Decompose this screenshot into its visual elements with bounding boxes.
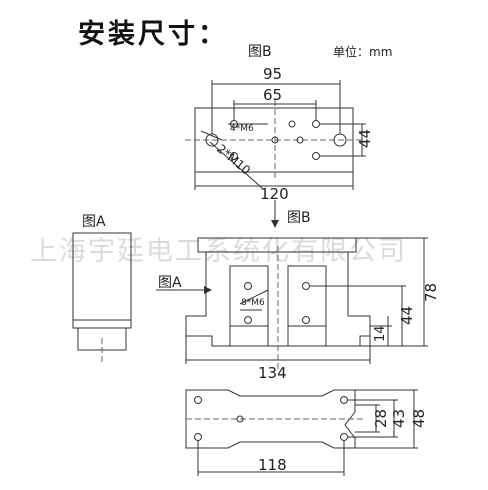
slot-left bbox=[229, 265, 269, 347]
dim-43: 43 bbox=[390, 409, 408, 428]
dim-14: 14 bbox=[373, 325, 388, 342]
dim-120: 120 bbox=[260, 185, 289, 203]
arrow-a-label: 图A bbox=[158, 275, 182, 291]
top-view-b bbox=[185, 80, 366, 190]
bottom-view bbox=[185, 389, 418, 476]
m6-hole bbox=[302, 282, 310, 290]
mount-hole bbox=[194, 396, 202, 404]
dim-44-top: 44 bbox=[356, 129, 374, 148]
mount-hole bbox=[340, 433, 348, 441]
m6-hole bbox=[230, 152, 238, 160]
mount-hole bbox=[340, 396, 348, 404]
small-hole bbox=[288, 120, 296, 128]
view-a-label: 图A bbox=[82, 214, 106, 230]
unit-label: 单位：mm bbox=[333, 44, 392, 59]
small-hole bbox=[296, 136, 304, 144]
dim-44-front: 44 bbox=[398, 306, 416, 325]
arrow-b-label: 图B bbox=[287, 210, 311, 226]
side-view-outline bbox=[72, 232, 132, 329]
dim-118: 118 bbox=[258, 456, 287, 474]
arrow-head-icon bbox=[204, 286, 212, 294]
dim-65: 65 bbox=[263, 86, 282, 104]
m6-hole bbox=[244, 282, 252, 290]
callout-8m6: 8*M6 bbox=[241, 298, 265, 308]
base-outline bbox=[185, 389, 356, 449]
dim-28: 28 bbox=[372, 409, 390, 428]
arrow-head-icon bbox=[271, 220, 279, 228]
m6-hole bbox=[302, 316, 310, 324]
side-view-a bbox=[72, 232, 132, 365]
m6-hole bbox=[312, 120, 320, 128]
front-view bbox=[185, 237, 428, 372]
top-plate bbox=[197, 237, 357, 253]
dim-95: 95 bbox=[263, 65, 282, 83]
dim-134: 134 bbox=[258, 364, 287, 382]
mount-hole bbox=[194, 433, 202, 441]
dim-48: 48 bbox=[410, 409, 428, 428]
callout-4m6: 4*M6 bbox=[230, 124, 254, 134]
view-b-label: 图B bbox=[248, 44, 272, 60]
center-hole bbox=[271, 136, 279, 144]
m6-hole bbox=[244, 316, 252, 324]
center-hole bbox=[236, 415, 244, 423]
page-title: 安装尺寸： bbox=[78, 19, 228, 50]
m6-hole bbox=[312, 152, 320, 160]
slot-right bbox=[287, 265, 327, 347]
dim-78: 78 bbox=[422, 283, 440, 302]
